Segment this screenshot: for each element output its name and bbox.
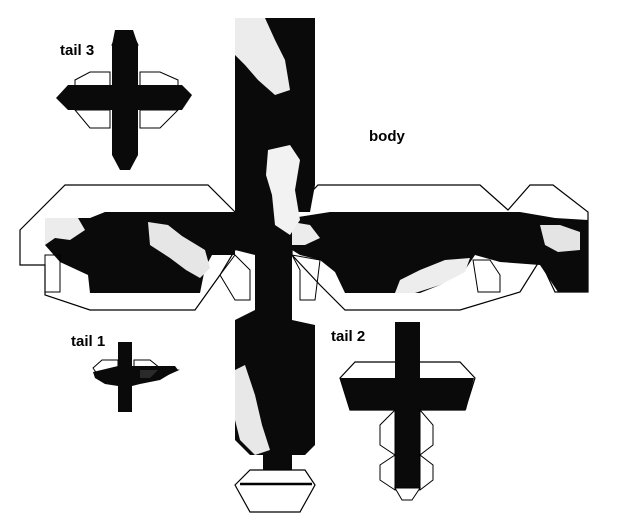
body-right-wing-highlight-3: [395, 258, 470, 293]
body-spine-fill: [235, 18, 315, 480]
body-piece: [19, 18, 589, 513]
tail2-label: tail 2: [331, 328, 366, 345]
body-left-wing-highlight-2: [148, 222, 210, 278]
tail2-left-tabs: [379, 408, 396, 491]
tail3-right-lower: [139, 109, 180, 129]
body-tab-left-a: [44, 254, 61, 293]
body-spine-highlight-mid: [266, 145, 300, 235]
body-label: body: [369, 128, 405, 145]
body-tab-right-b: [472, 259, 501, 293]
tail2-right-tabs: [419, 408, 434, 492]
tail2-fill: [340, 322, 474, 488]
tail3-fill: [56, 30, 192, 170]
tail3-label: tail 3: [60, 42, 95, 59]
body-right-wing-highlight: [292, 222, 320, 245]
body-bottom-tab: [234, 469, 316, 513]
tail2-bottom-tab: [394, 487, 421, 501]
body-right-wing-fill: [292, 212, 588, 293]
body-tab-right-a: [291, 254, 321, 301]
tail1-piece: [92, 342, 180, 412]
body-left-wing-fill: [45, 212, 235, 293]
body-spine-highlight-top: [235, 18, 290, 95]
tail1-highlight: [140, 370, 158, 378]
body-tab-left-b: [219, 254, 251, 301]
tail1-fill: [93, 342, 178, 412]
tail3-left-lower: [73, 109, 111, 129]
body-right-wing-highlight-2: [540, 225, 580, 252]
tail1-label: tail 1: [71, 333, 106, 350]
tail3-piece: [56, 30, 192, 170]
body-left-wing-highlight: [45, 218, 85, 245]
body-spine-highlight-low: [235, 365, 270, 455]
tail2-piece: [339, 322, 476, 501]
